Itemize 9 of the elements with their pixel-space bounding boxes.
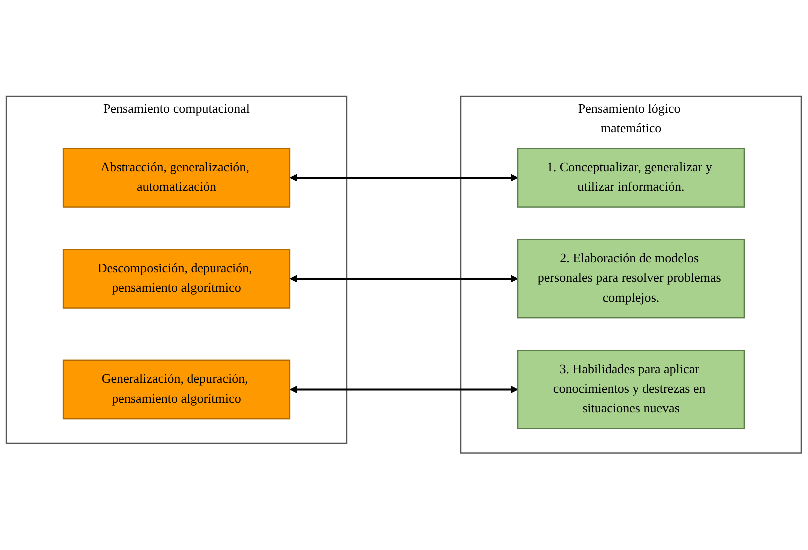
- node-box: Generalización, depuración, pensamiento algorítmico: [62, 360, 291, 420]
- node-box: Abstracción, generalización, automatización: [62, 148, 291, 208]
- node-box: 1. Conceptualizar, generalizar y utilizar información.: [517, 148, 746, 208]
- arrow: [290, 174, 518, 182]
- arrow: [290, 386, 518, 394]
- node-box: Descomposición, depuración, pensamiento algorítmico: [62, 249, 291, 309]
- arrow: [290, 276, 518, 283]
- node-box: 2. Elaboración de modelos personales para resolver problemas complejos.: [517, 239, 746, 319]
- node-box: 3. Habilidades para aplicar conocimientos y destrezas en situaciones nuevas: [517, 350, 746, 430]
